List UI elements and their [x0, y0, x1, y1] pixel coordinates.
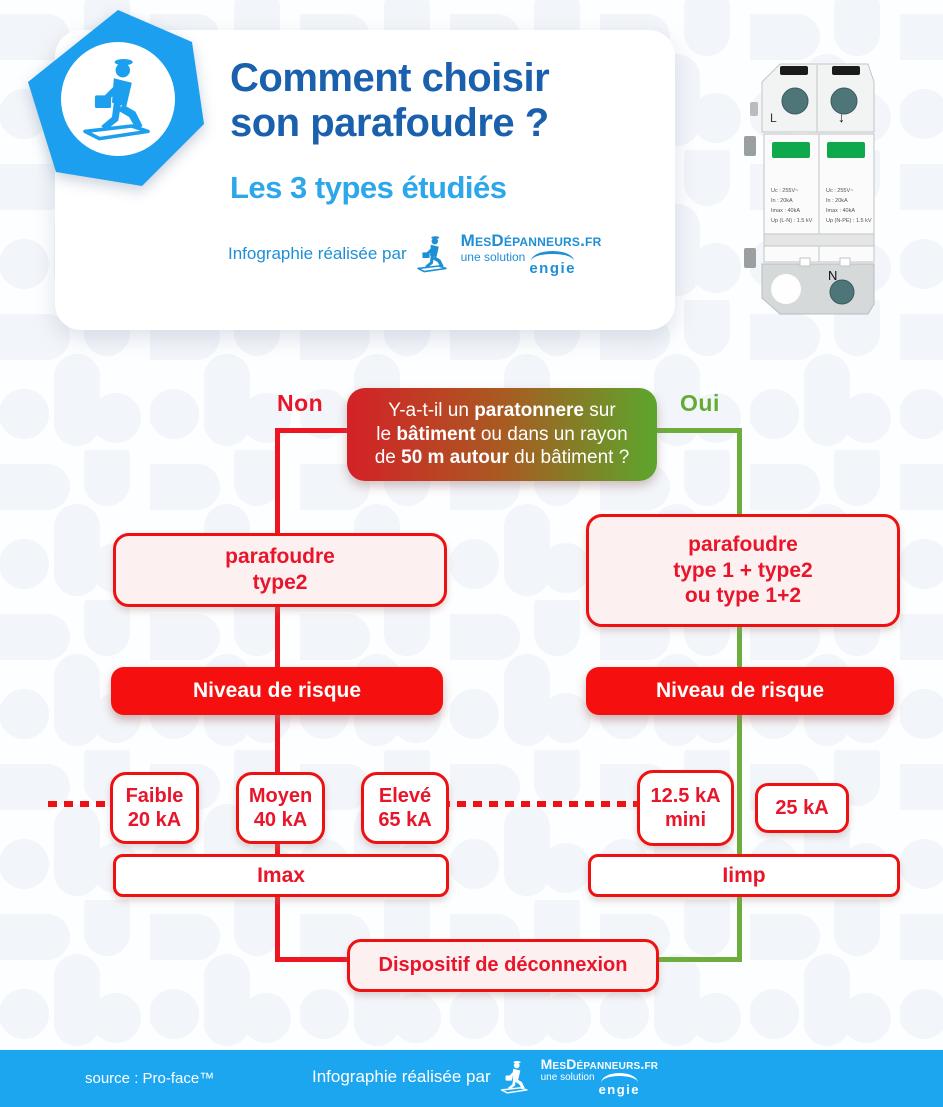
header-credit: Infographie réalisée par MesDépanneurs.f…: [228, 232, 601, 276]
engie-arc: [531, 251, 575, 261]
svg-text:Up (N-PE) : 1.5 kV: Up (N-PE) : 1.5 kV: [826, 218, 872, 224]
svg-text:Uc : 255V~: Uc : 255V~: [826, 188, 853, 194]
yes-label: Oui: [680, 390, 720, 416]
brand-name: MesDépanneurs.fr: [460, 231, 602, 250]
device-specs-right: Uc : 255V~ In : 20kA Imax : 40kA Up (N-P…: [826, 188, 872, 224]
brand-tagline: une solution: [460, 250, 526, 264]
title-line1: Comment choisir: [230, 56, 550, 100]
question-line1: Y-a-t-il un paratonnere sur: [388, 400, 616, 422]
risk-dotted-line-middle: [441, 801, 637, 807]
question-line3: de 50 m autour du bâtiment ?: [374, 447, 630, 469]
iimp-box: Iimp: [588, 854, 900, 897]
surge-protector-image: L ↓ Uc : 255V~ In : 20kA Imax : 40kA Up …: [744, 63, 875, 315]
footer-bar: source : Pro-face™ Infographie réalisée …: [0, 1050, 943, 1107]
left-risk-header: Niveau de risque: [111, 667, 443, 715]
device-label-l: L: [770, 111, 777, 125]
engie-logo: ENGIE: [599, 1073, 640, 1097]
engie-word: ENGIE: [529, 260, 577, 277]
footer-source: source : Pro-face™: [85, 1070, 215, 1087]
engie-arc: [600, 1073, 639, 1083]
svg-text:In : 20kA: In : 20kA: [826, 198, 848, 204]
brand-hexagon-logo: [28, 10, 204, 186]
imax-box: Imax: [113, 854, 449, 897]
brand-name: MesDépanneurs.fr: [540, 1056, 659, 1072]
brand-sub: une solution ENGIE: [541, 1073, 659, 1097]
svg-text:Uc : 255V~: Uc : 255V~: [771, 188, 798, 194]
yes-branch-top-line: [655, 428, 742, 433]
disconnect-device-box: Dispositif de déconnexion: [347, 939, 659, 992]
risk-dotted-line-left: [48, 801, 110, 807]
risk-level-faible: Faible 20 kA: [110, 772, 199, 844]
device-label-n: N: [828, 268, 837, 283]
worker-icon: [414, 234, 454, 274]
risk-level-moyen: Moyen 40 kA: [236, 772, 325, 844]
footer-credit: Infographie réalisée par MesDépanneurs.f…: [312, 1057, 658, 1097]
risk-level-125ka: 12.5 kA mini: [637, 770, 734, 846]
brand-wordmark: MesDépanneurs.fr une solution ENGIE: [461, 232, 602, 276]
device-specs-left: Uc : 255V~ In : 20kA Imax : 40kA Up (L-N…: [771, 188, 813, 224]
no-label: Non: [277, 390, 324, 416]
svg-text:Imax : 40kA: Imax : 40kA: [771, 208, 800, 214]
device-arrow: ↓: [838, 109, 845, 125]
brand-tagline: une solution: [540, 1072, 595, 1083]
title-line2: son parafoudre ?: [230, 101, 549, 146]
yes-branch-bottom-line: [600, 957, 742, 962]
question-box: Y-a-t-il un paratonnere sur le bâtiment …: [347, 388, 657, 481]
right-risk-header: Niveau de risque: [586, 667, 894, 715]
status-window-left: [772, 142, 810, 158]
credit-prefix: Infographie réalisée par: [312, 1067, 491, 1086]
svg-text:In : 20kA: In : 20kA: [771, 198, 793, 204]
svg-text:Up (L-N) : 1.5 kV: Up (L-N) : 1.5 kV: [771, 218, 813, 224]
brand-wordmark: MesDépanneurs.fr une solution ENGIE: [541, 1057, 659, 1097]
status-window-right: [827, 142, 865, 158]
brand-sub: une solution ENGIE: [461, 251, 602, 276]
worker-icon: [498, 1059, 534, 1095]
engie-word: ENGIE: [598, 1082, 641, 1097]
credit-prefix: Infographie réalisée par: [228, 244, 407, 263]
page-title: Comment choisir son parafoudre ?: [230, 56, 550, 146]
engie-logo: ENGIE: [529, 251, 576, 276]
svg-text:Imax : 40kA: Imax : 40kA: [826, 208, 855, 214]
question-line2: le bâtiment ou dans un rayon: [376, 423, 628, 445]
left-type-box: parafoudre type2: [113, 533, 447, 607]
right-type-box: parafoudre type 1 + type2 ou type 1+2: [586, 514, 900, 627]
page-subtitle: Les 3 types étudiés: [230, 170, 507, 205]
no-branch-top-line: [277, 428, 350, 433]
risk-level-eleve: Elevé 65 kA: [361, 772, 449, 844]
risk-level-25ka: 25 kA: [755, 783, 849, 833]
